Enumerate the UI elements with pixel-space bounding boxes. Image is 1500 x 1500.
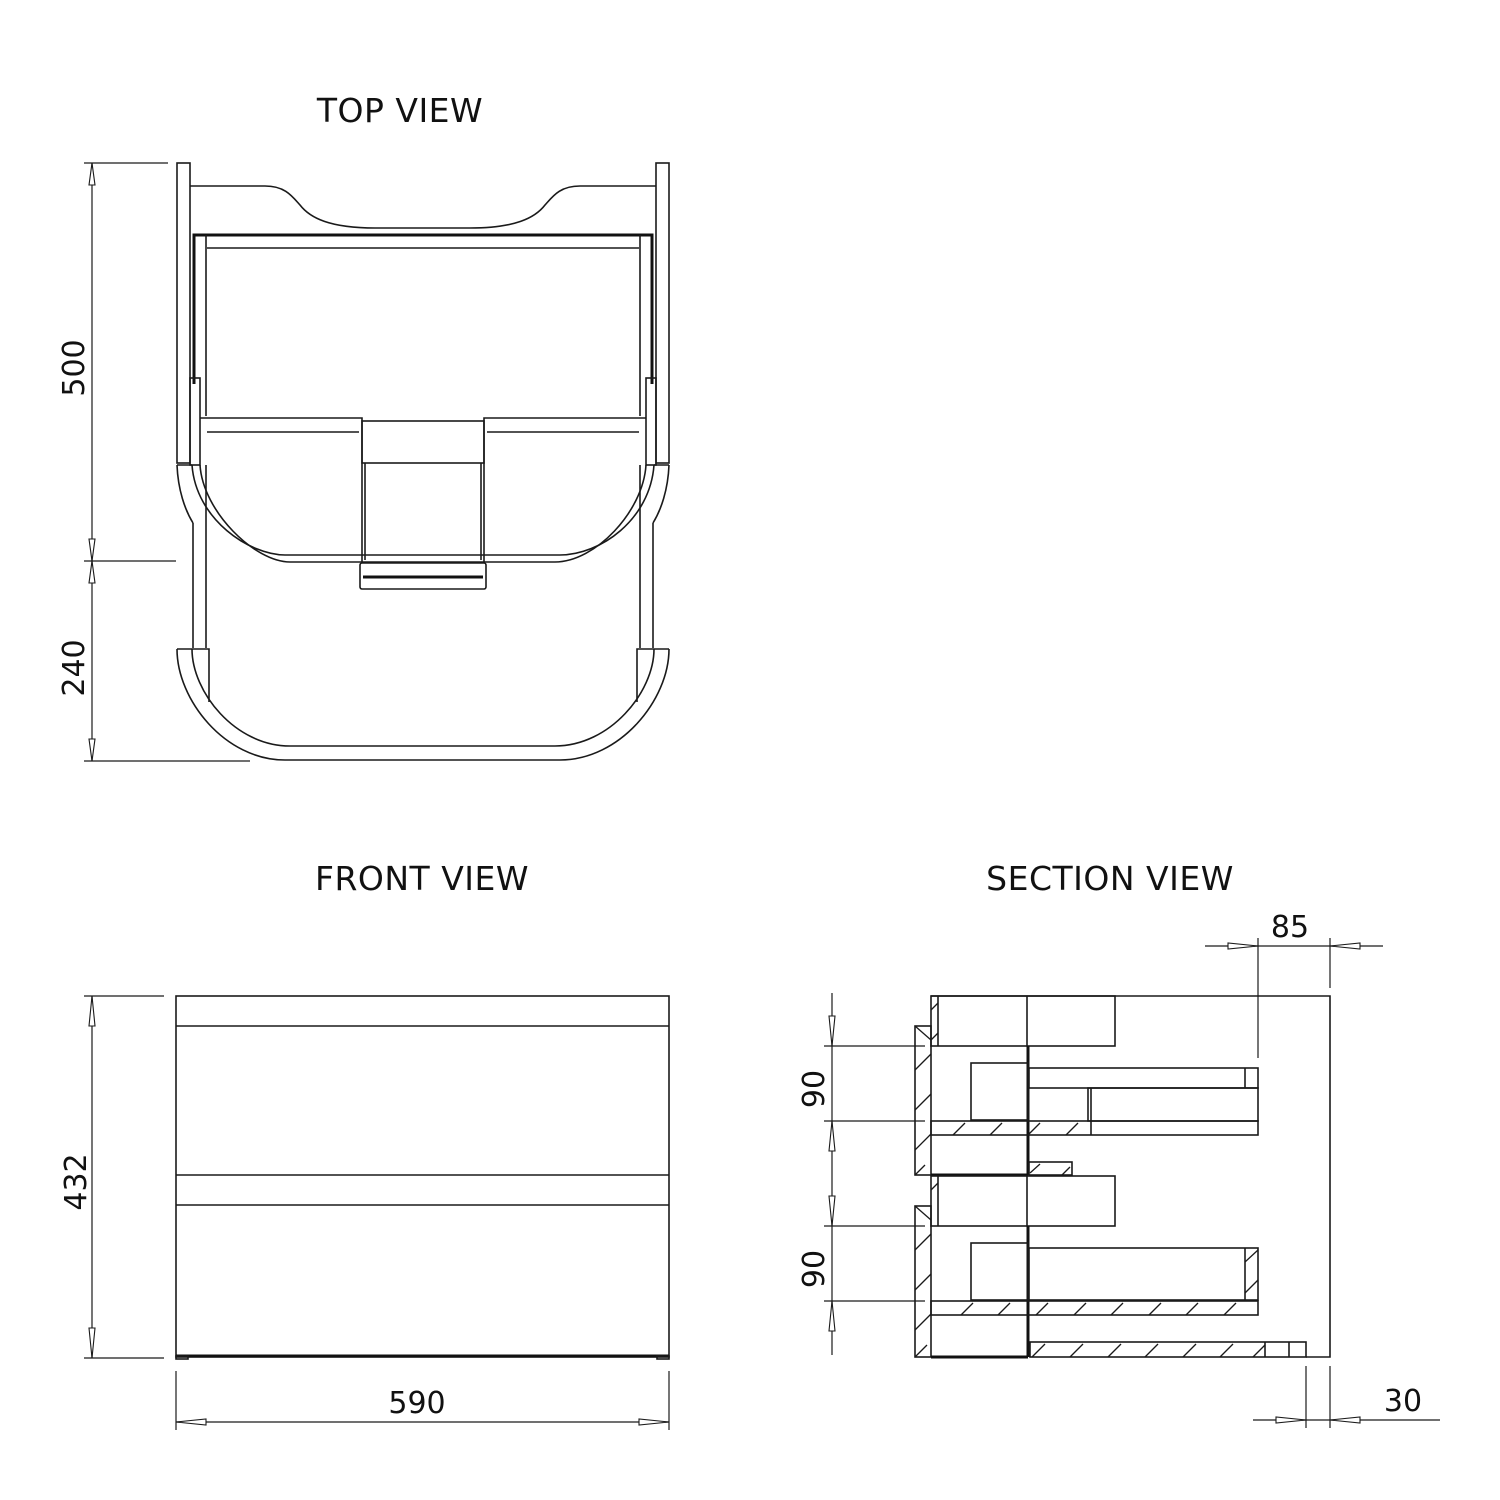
section-back-offset-dimension: 85 xyxy=(1271,910,1309,945)
section-drawer-lower-dimension: 90 xyxy=(797,1250,832,1288)
front-view: FRONT VIEW 432 590 xyxy=(59,859,670,1430)
top-view: TOP VIEW xyxy=(57,91,670,762)
top-view-title: TOP VIEW xyxy=(316,91,483,130)
front-height-dimension: 432 xyxy=(59,1153,94,1210)
front-width-dimension: 590 xyxy=(388,1386,445,1421)
top-extension-dimension: 240 xyxy=(57,639,92,696)
top-depth-dimension: 500 xyxy=(57,339,92,396)
section-bottom-offset-dimension: 30 xyxy=(1384,1384,1422,1419)
section-view-title: SECTION VIEW xyxy=(986,859,1234,898)
section-drawer-upper-dimension: 90 xyxy=(797,1070,832,1108)
section-view: SECTION VIEW xyxy=(797,859,1440,1428)
front-view-title: FRONT VIEW xyxy=(315,859,529,898)
